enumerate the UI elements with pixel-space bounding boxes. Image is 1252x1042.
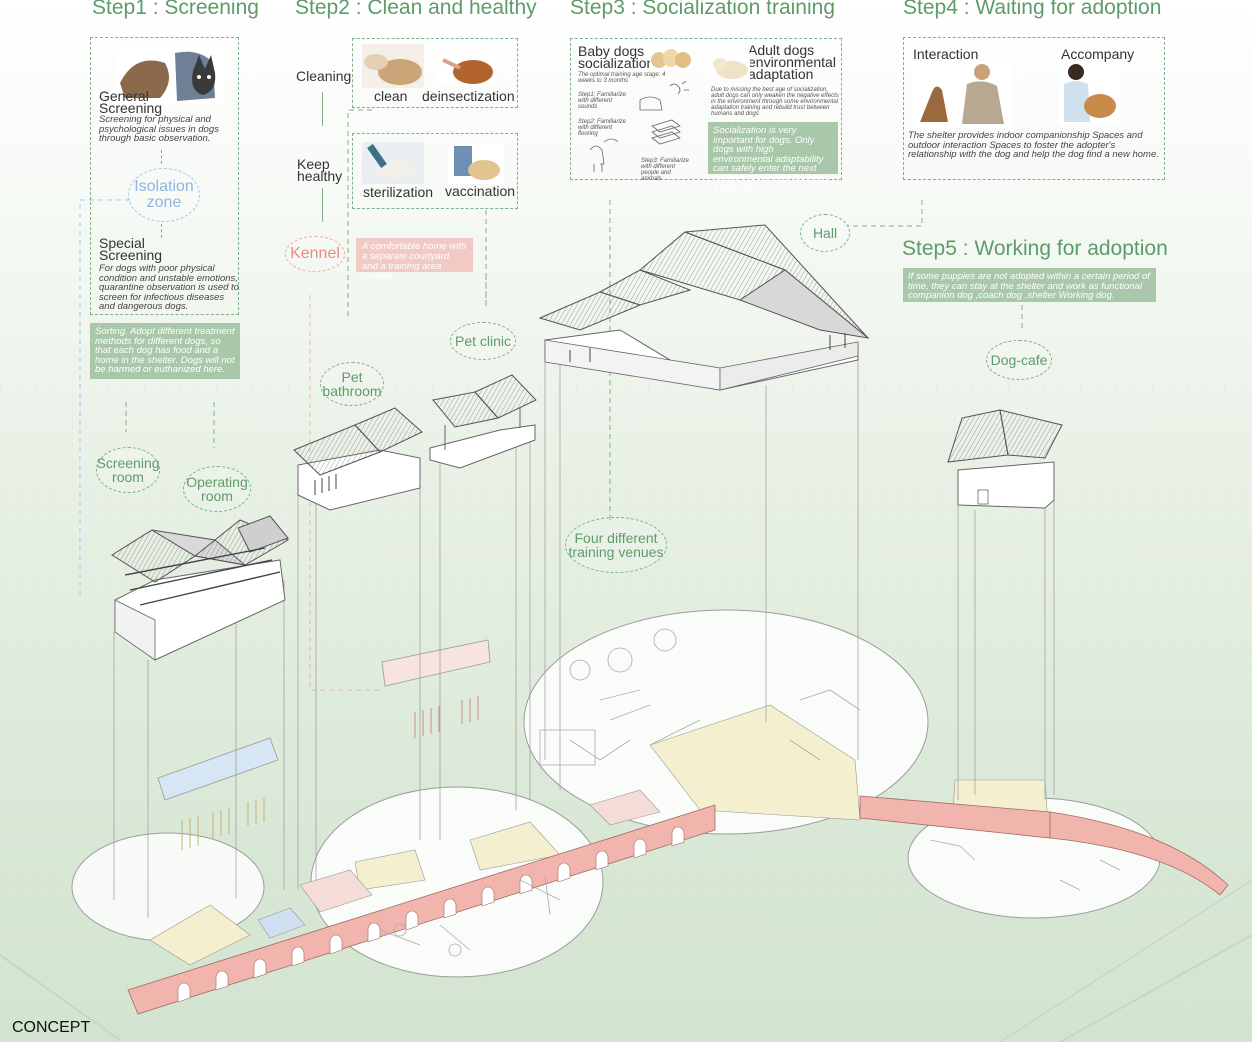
kennel-bubble: Kennel <box>285 236 345 272</box>
building-cafe <box>947 409 1063 509</box>
adoption-panel <box>903 37 1165 180</box>
keep-healthy-label: Keep healthy <box>297 156 343 184</box>
operating-room-bubble: Operating room <box>183 466 251 512</box>
sterilization-label: sterilization <box>363 184 434 200</box>
step1-title: Step1 : Screening <box>92 0 259 19</box>
general-screening-title: General Screening <box>99 88 163 116</box>
step4-title: Step4 : Waiting for adoption <box>903 0 1162 19</box>
kennel-note: A comfortable home with a separate court… <box>356 238 473 282</box>
arched-wall <box>127 804 716 1015</box>
baby-step1: Step1: Familiarize with different sounds <box>578 92 627 110</box>
interaction-photo <box>912 62 1012 128</box>
dog-cafe-bubble: Dog-cafe <box>986 340 1052 380</box>
screening-photo <box>115 43 225 105</box>
special-screening-title: Special Screening <box>99 235 163 263</box>
screening-note: Sorting. Adopt different treatment metho… <box>90 323 240 379</box>
pet-bathroom-bubble: Pet bathroom <box>320 362 384 406</box>
sterilization-photo <box>362 142 424 184</box>
accompany-photo <box>1058 62 1120 126</box>
step2-title: Step2 : Clean and healthy <box>295 0 537 19</box>
adult-dogs-desc: Due to missing the best age of socializa… <box>711 87 839 117</box>
building-screening <box>111 515 290 661</box>
cleaning-panel <box>352 38 518 108</box>
vaccination-label: vaccination <box>445 183 516 199</box>
general-screening-desc: Screening for physical and psychological… <box>99 114 219 144</box>
accompany-label: Accompany <box>1061 46 1135 62</box>
puppies-photo <box>650 42 692 70</box>
pet-clinic-bubble: Pet clinic <box>450 322 516 360</box>
cleaning-label: Cleaning <box>296 68 352 84</box>
deinsectization-photo <box>438 50 496 86</box>
special-screening-desc: For dogs with poor physical condition an… <box>99 263 239 312</box>
building-bathroom <box>293 407 423 511</box>
socialization-note: Socialization is very important for dogs… <box>708 122 838 192</box>
baby-dogs-title: Baby dogs socialization <box>578 43 655 71</box>
adult-dog-photo <box>710 52 750 80</box>
step3-title: Step3 : Socialization training <box>570 0 835 19</box>
socialization-panel <box>570 38 842 180</box>
step5-title: Step5 : Working for adoption <box>902 237 1168 260</box>
training-venues-bubble: Four different training venues <box>565 517 667 573</box>
building-clinic <box>429 374 537 469</box>
clean-label: clean <box>374 88 408 104</box>
hall-bubble: Hall <box>800 214 850 252</box>
working-note: If some puppies are not adopted within a… <box>903 268 1156 302</box>
baby-stage: The optimal training age stage: 4 weeks … <box>578 72 666 84</box>
baby-step2: Step2: Familiarize with different floori… <box>578 119 627 137</box>
vaccination-photo <box>448 144 504 184</box>
screening-room-bubble: Screening room <box>96 447 160 493</box>
deinsectization-label: deinsectization <box>422 88 515 104</box>
adult-dogs-title: Adult dogs environmental adaptation <box>748 42 836 82</box>
isolation-zone-bubble: Isolation zone <box>128 168 200 222</box>
adoption-desc: The shelter provides indoor companionshi… <box>908 130 1159 160</box>
building-hall <box>538 224 870 391</box>
training-sketch <box>589 80 689 172</box>
concept-label: CONCEPT <box>12 1019 91 1036</box>
baby-step3: Step3: Familiarize with different people… <box>641 158 690 182</box>
health-panel <box>352 133 518 209</box>
interaction-label: Interaction <box>913 46 979 62</box>
screening-panel <box>90 37 239 315</box>
clean-photo <box>362 44 424 88</box>
